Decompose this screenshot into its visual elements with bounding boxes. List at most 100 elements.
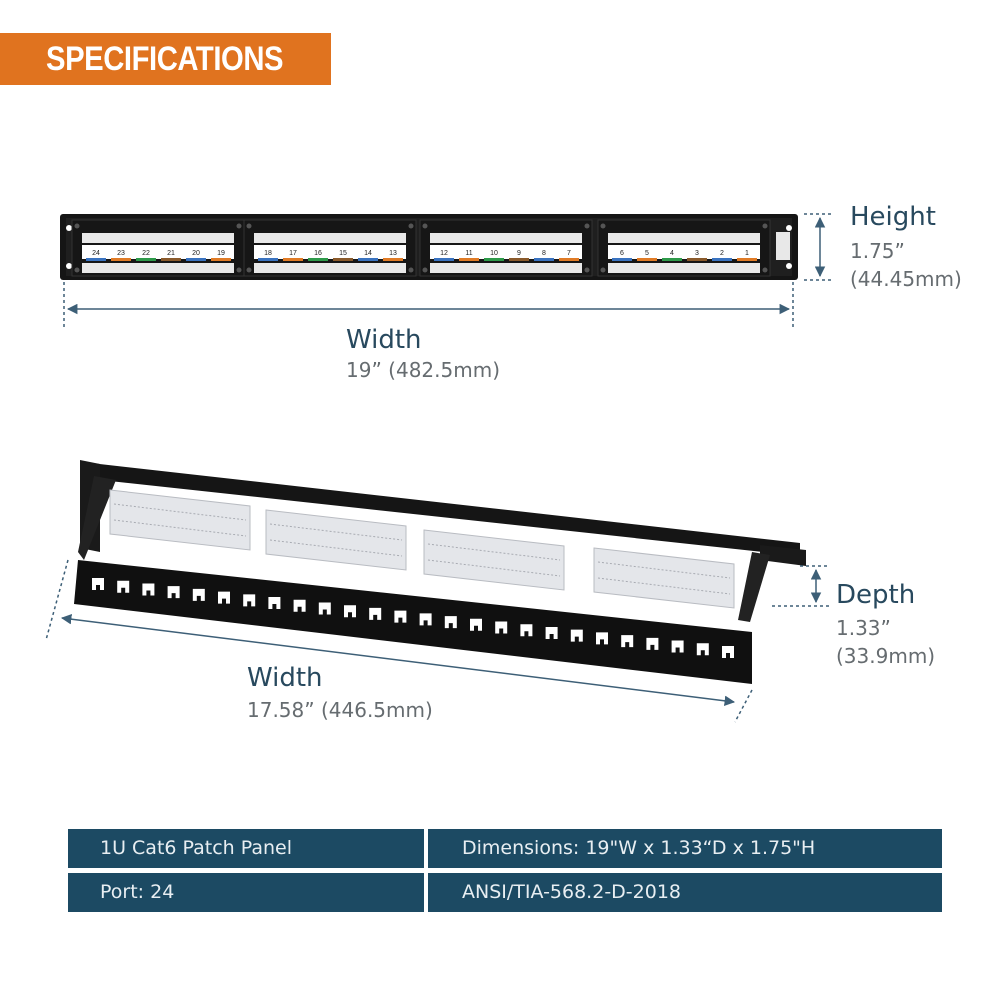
cable-slot [167, 586, 180, 599]
screw-icon [584, 223, 590, 229]
port-number: 18 [264, 250, 272, 257]
wiring-color-band [637, 258, 657, 261]
rear-idc-module [593, 547, 735, 609]
idc-strip-top [82, 233, 234, 243]
idc-strip-bottom [608, 263, 760, 273]
cable-slot [142, 583, 155, 596]
port-label-strip [82, 245, 234, 259]
depth-value-inches: 1.33” [836, 616, 891, 640]
wiring-color-band [333, 258, 353, 261]
cable-slot [268, 597, 281, 610]
screw-icon [246, 267, 252, 273]
front-width-dimension-line [63, 282, 794, 328]
front-width-label: Width [346, 325, 422, 355]
wiring-color-band [86, 258, 106, 261]
screw-icon [600, 267, 606, 273]
specs-table: 1U Cat6 Patch Panel Dimensions: 19"W x 1… [68, 829, 942, 917]
port-number: 5 [645, 250, 649, 257]
port-number: 8 [542, 250, 546, 257]
banner-title: SPECIFICATIONS [46, 40, 284, 78]
wiring-color-band [484, 258, 504, 261]
port-number: 9 [517, 250, 521, 257]
wiring-color-band [712, 258, 732, 261]
wiring-color-band [258, 258, 278, 261]
wiring-color-band [383, 258, 403, 261]
cable-slot [318, 602, 331, 615]
wiring-color-band [509, 258, 529, 261]
port-number: 4 [670, 250, 674, 257]
port-number: 7 [567, 250, 571, 257]
wiring-color-band [662, 258, 682, 261]
idc-strip-top [608, 233, 760, 243]
port-number: 17 [289, 250, 297, 257]
specs-row: 1U Cat6 Patch Panel Dimensions: 19"W x 1… [68, 829, 942, 868]
spec-product-name: 1U Cat6 Patch Panel [68, 829, 424, 868]
screw-icon [74, 267, 80, 273]
wiring-color-band [186, 258, 206, 261]
cable-slot [117, 580, 130, 593]
rear-width-label: Width [247, 663, 323, 693]
wiring-color-band [308, 258, 328, 261]
height-dimension-line [804, 213, 834, 281]
port-number: 16 [314, 250, 322, 257]
port-number: 19 [217, 250, 225, 257]
depth-label: Depth [836, 580, 916, 610]
idc-strip-bottom [254, 263, 406, 273]
screw-icon [408, 267, 414, 273]
port-label-strip [430, 245, 582, 259]
wiring-color-band [534, 258, 554, 261]
rear-idc-module [265, 509, 407, 571]
screw-icon [246, 223, 252, 229]
cable-slot [218, 591, 230, 604]
screw-icon [422, 267, 428, 273]
port-number: 13 [389, 250, 397, 257]
wiring-color-band [459, 258, 479, 261]
height-value-inches: 1.75” [850, 239, 905, 263]
port-number: 1 [745, 250, 749, 257]
height-value-mm: (44.45mm) [850, 267, 962, 291]
wiring-color-band [737, 258, 757, 261]
port-number: 21 [167, 250, 175, 257]
specs-row: Port: 24 ANSI/TIA-568.2-D-2018 [68, 873, 942, 912]
screw-icon [762, 223, 768, 229]
depth-value-mm: (33.9mm) [836, 644, 936, 668]
depth-dimension-line [772, 565, 830, 607]
cable-slot [192, 588, 205, 601]
wiring-color-band [434, 258, 454, 261]
screw-icon [584, 267, 590, 273]
port-number: 10 [490, 250, 498, 257]
wiring-color-band [612, 258, 632, 261]
screw-icon [74, 223, 80, 229]
front-width-value: 19” (482.5mm) [346, 358, 500, 382]
wiring-color-band [161, 258, 181, 261]
spec-dimensions: Dimensions: 19"W x 1.33“D x 1.75"H [428, 829, 942, 868]
rear-width-dimension-line [45, 559, 753, 723]
rear-width-value: 17.58” (446.5mm) [247, 698, 433, 722]
patch-panel-rear-image [74, 460, 806, 684]
wiring-color-band [211, 258, 231, 261]
wiring-color-band [358, 258, 378, 261]
spec-standard: ANSI/TIA-568.2-D-2018 [428, 873, 942, 912]
port-number: 22 [142, 250, 150, 257]
port-number: 20 [192, 250, 200, 257]
height-label: Height [850, 202, 936, 232]
port-number: 15 [339, 250, 347, 257]
idc-strip-bottom [82, 263, 234, 273]
idc-strip-top [430, 233, 582, 243]
screw-icon [236, 267, 242, 273]
port-number: 23 [117, 250, 125, 257]
idc-strip-top [254, 233, 406, 243]
port-number: 6 [620, 250, 624, 257]
port-label-strip [254, 245, 406, 259]
spec-port-count: Port: 24 [68, 873, 424, 912]
screw-icon [236, 223, 242, 229]
port-number: 12 [440, 250, 448, 257]
port-number: 3 [695, 250, 699, 257]
wiring-color-band [559, 258, 579, 261]
rear-idc-module [423, 529, 565, 591]
cable-slot [243, 594, 256, 607]
wiring-color-band [283, 258, 303, 261]
rear-idc-module [109, 489, 251, 551]
